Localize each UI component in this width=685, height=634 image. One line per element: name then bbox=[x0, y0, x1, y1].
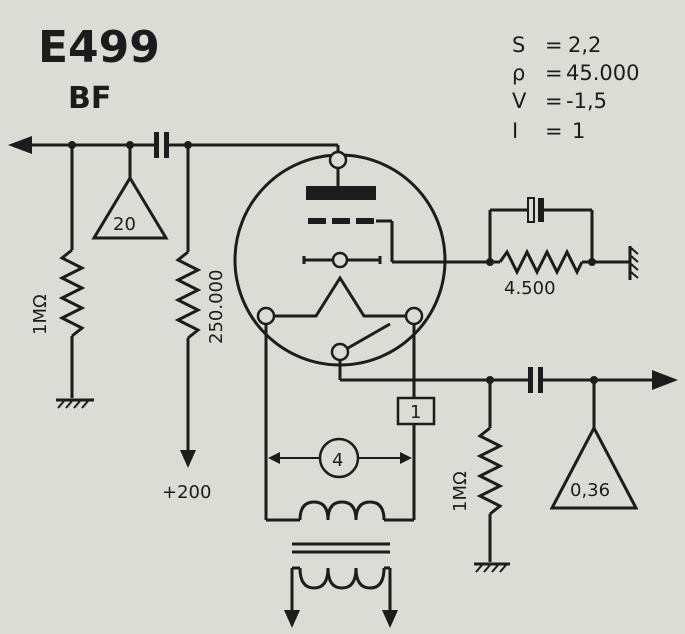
output-triangle-label: 20 bbox=[113, 214, 136, 235]
grid-resistor-left: 1MΩ bbox=[30, 145, 94, 409]
param-symbol-i: I bbox=[512, 119, 518, 143]
filament-circle-label: 4 bbox=[332, 450, 343, 471]
pin-right bbox=[404, 306, 424, 326]
filament-circuit: 1 4 bbox=[264, 324, 436, 628]
cathode-resistor-label: 4.500 bbox=[504, 278, 556, 299]
input-resistor: 1MΩ bbox=[450, 380, 510, 573]
output-triangle: 20 bbox=[91, 145, 169, 240]
input-line bbox=[338, 360, 678, 393]
cathode-network: 4.500 bbox=[392, 197, 639, 299]
secondary-arrow-right-icon bbox=[382, 610, 398, 628]
tube-type-title: E499 bbox=[38, 22, 160, 73]
pin-bottom bbox=[330, 342, 350, 362]
param-symbol-rho: ρ bbox=[512, 61, 525, 85]
control-grid bbox=[302, 251, 382, 269]
param-value-rho: 45.000 bbox=[566, 61, 639, 85]
filament-box-label: 1 bbox=[410, 402, 421, 423]
parameters-block: S = 2,2 ρ = 45.000 V = -1,5 I = 1 bbox=[512, 33, 639, 143]
transformer-secondary bbox=[298, 567, 386, 590]
transformer-primary bbox=[298, 500, 386, 521]
supply-arrow-icon bbox=[180, 450, 196, 468]
param-value-i: 1 bbox=[572, 119, 585, 143]
pin-left bbox=[256, 306, 276, 326]
input-triangle: 0,36 bbox=[549, 380, 639, 510]
secondary-arrow-left-icon bbox=[284, 610, 300, 628]
filament-circle bbox=[318, 437, 360, 479]
input-arrow-icon bbox=[652, 370, 678, 390]
output-arrow-icon bbox=[8, 136, 32, 154]
tube-function-label: BF bbox=[68, 81, 111, 116]
param-sep-i: = bbox=[545, 119, 563, 143]
param-sep-s: = bbox=[545, 33, 563, 57]
plate-resistor: 250.000 +200 bbox=[162, 145, 227, 503]
param-value-v: -1,5 bbox=[566, 89, 607, 113]
filament bbox=[266, 275, 414, 318]
plate-resistor-label: 250.000 bbox=[206, 270, 227, 344]
screen-grid bbox=[308, 218, 394, 262]
coupling-capacitor-output bbox=[154, 132, 169, 158]
param-sep-v: = bbox=[545, 89, 563, 113]
anode-plate bbox=[306, 186, 376, 200]
supply-voltage-label: +200 bbox=[162, 482, 211, 503]
param-value-s: 2,2 bbox=[568, 33, 601, 57]
input-triangle-label: 0,36 bbox=[570, 480, 610, 501]
grid-resistor-left-label: 1MΩ bbox=[30, 294, 51, 335]
filament-box bbox=[396, 396, 436, 426]
input-resistor-label: 1MΩ bbox=[450, 471, 471, 512]
param-symbol-v: V bbox=[512, 89, 527, 113]
output-line bbox=[8, 136, 340, 158]
param-symbol-s: S bbox=[512, 33, 525, 57]
param-sep-rho: = bbox=[545, 61, 563, 85]
coupling-capacitor-input bbox=[528, 367, 533, 393]
